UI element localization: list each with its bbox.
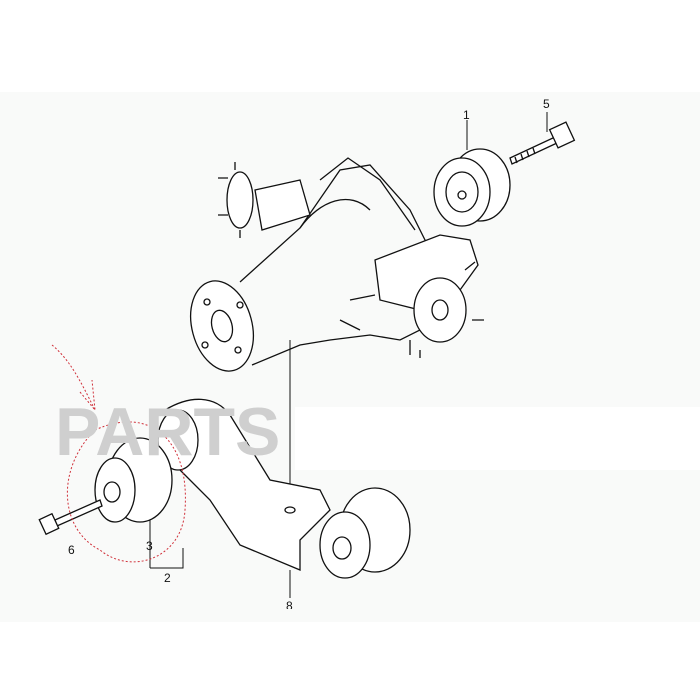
callout-1: 1 bbox=[463, 108, 470, 122]
watermark-background bbox=[10, 395, 700, 470]
red-annotation bbox=[51, 344, 186, 563]
callout-5: 5 bbox=[543, 97, 550, 111]
bolt-lower bbox=[38, 499, 103, 536]
watermark-logo: PARTS bbox=[55, 394, 281, 470]
differential-housing bbox=[190, 157, 484, 372]
callout-3: 3 bbox=[146, 539, 153, 553]
callout-6: 6 bbox=[68, 543, 75, 557]
mount-bracket bbox=[157, 398, 331, 571]
watermark-blocks bbox=[295, 407, 700, 470]
callout-2: 2 bbox=[164, 571, 171, 585]
bolt-upper bbox=[509, 121, 576, 165]
pulley-mount bbox=[433, 148, 511, 227]
bushing bbox=[94, 437, 173, 523]
callout-8: 8 bbox=[286, 600, 293, 609]
right-bushing bbox=[319, 487, 411, 579]
